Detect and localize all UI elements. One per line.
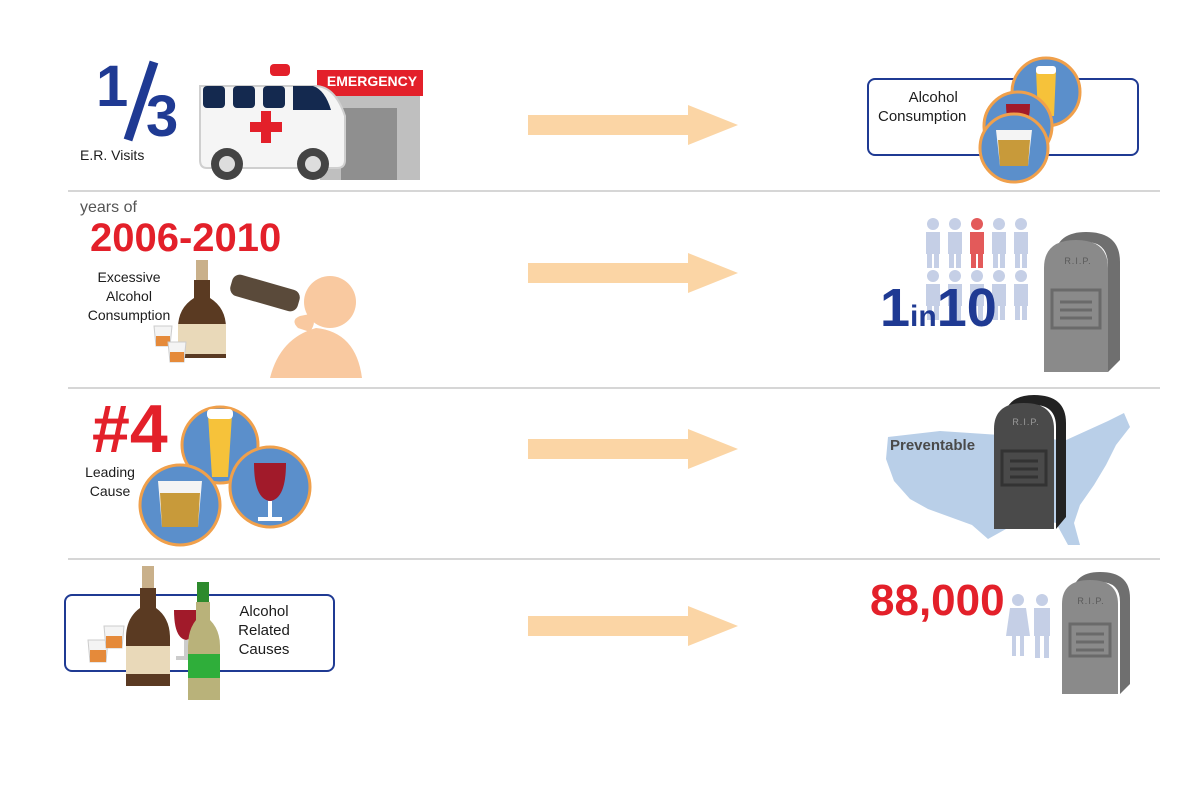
leading-cause-label: Leading Cause: [78, 463, 142, 501]
row-years: years of 2006-2010 Excessive Alcohol Con…: [0, 190, 1200, 387]
label-line: Alcohol: [239, 603, 289, 620]
drink-glasses-group: [978, 56, 1082, 184]
shot-glass-icon: [138, 463, 222, 547]
arrow-right-icon: [528, 105, 738, 145]
drink-glasses-group: [138, 405, 312, 547]
fraction-slash: [123, 60, 159, 142]
row-er-visits: 1 3 E.R. Visits EMERGENCY A: [0, 0, 1200, 190]
label-line: Related: [238, 622, 290, 639]
tombstone-text: R.I.P.: [1077, 596, 1105, 606]
person-figure: [926, 218, 940, 268]
arrow-right-icon: [528, 606, 738, 646]
row-divider: [68, 190, 1160, 192]
ratio-one: 1: [880, 278, 911, 338]
tombstone-icon: [994, 395, 1066, 529]
row-divider: [68, 387, 1160, 389]
ratio-in: in: [910, 300, 937, 333]
er-visits-label: E.R. Visits: [80, 147, 145, 163]
row-related-causes: Alcohol Related Causes 88,000 R.I.P.: [0, 558, 1200, 758]
fraction-numerator: 1: [96, 54, 129, 119]
ambulance-icon: [199, 64, 423, 180]
years-range: 2006-2010: [90, 216, 282, 260]
whiskey-bottle-icon: [87, 566, 198, 686]
wine-bottle-icon: [188, 582, 220, 700]
tombstone-icon: [1062, 572, 1130, 694]
shot-glass-icon: [153, 325, 187, 363]
label-line: Leading: [85, 464, 135, 480]
fraction-denominator: 3: [146, 84, 179, 149]
tombstone-icon: [1044, 232, 1120, 372]
one-in-ten-ratio: 1in10: [880, 278, 997, 338]
alcohol-consumption-label: Alcohol Consumption: [878, 88, 966, 126]
excessive-consumption-label: Excessive Alcohol Consumption: [74, 268, 184, 325]
death-count: 88,000: [870, 576, 1005, 625]
arrow-right-icon: [528, 429, 738, 469]
alcohol-related-label: Alcohol Related Causes: [228, 602, 300, 659]
tombstone-text: R.I.P.: [1064, 256, 1092, 266]
whiskey-bottle-icon: [153, 260, 362, 378]
years-of-label: years of: [80, 199, 137, 216]
drinking-face-icon: [270, 276, 362, 378]
fraction-one-third: 1 3: [92, 58, 192, 148]
tombstone-text: R.I.P.: [1012, 417, 1040, 427]
shot-glass-icon: [87, 625, 125, 663]
label-line: Consumption: [878, 108, 967, 125]
label-line: Alcohol: [106, 288, 152, 304]
couple-icon: [1006, 594, 1050, 658]
rank-number: #4: [92, 391, 168, 467]
preventable-label: Preventable: [890, 437, 976, 454]
shot-glass-icon: [978, 112, 1050, 184]
row-leading-cause: #4 Leading Cause Preventable: [0, 387, 1200, 558]
label-line: Excessive: [97, 269, 161, 285]
label-line: Alcohol: [908, 89, 958, 106]
arrow-right-icon: [528, 253, 738, 293]
label-line: Consumption: [87, 307, 171, 323]
ratio-ten: 10: [936, 278, 997, 338]
row-divider: [68, 558, 1160, 560]
people-icon: [926, 218, 1028, 320]
label-line: Cause: [89, 483, 131, 499]
wine-glass-icon: [228, 445, 312, 529]
label-line: Causes: [238, 641, 290, 658]
emergency-sign-text: EMERGENCY: [326, 73, 418, 89]
